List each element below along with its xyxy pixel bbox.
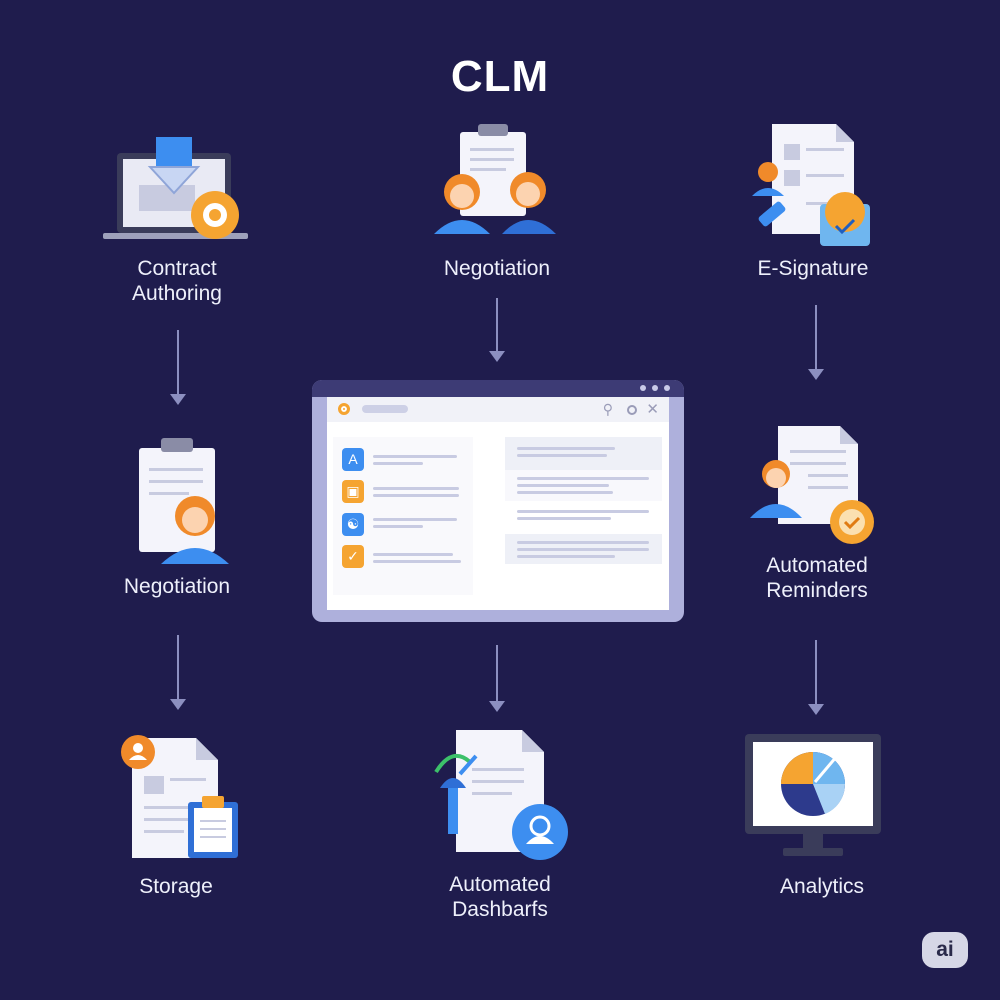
laptop-document-icon [103,137,248,239]
window-toolbar: ⚲ ✕ [327,397,669,422]
close-icon[interactable]: ✕ [646,401,659,418]
search-bar[interactable] [362,405,408,413]
arrow-down [808,305,824,380]
negotiation-people-icon [434,124,556,234]
label-line: Reminders [766,579,868,602]
arrow-down [489,645,505,712]
window-titlebar [312,380,684,397]
label-line: Authoring [132,282,222,305]
review-module-icon[interactable]: ☯ [342,513,364,536]
label-line: Automated [766,554,868,577]
arrow-down [808,640,824,715]
document-module-icon[interactable]: ▣ [342,480,364,503]
storage-documents-icon [121,735,238,858]
reminder-document-icon [750,426,874,544]
label-line: Dashbarfs [452,898,548,921]
negotiation-clipboard-icon [139,438,229,564]
module-list: A ▣ ☯ ✓ [333,437,473,595]
node-storage: Storage [139,875,213,898]
authoring-module-icon[interactable]: A [342,448,364,471]
e-signature-icon [752,124,870,246]
automation-dashboard-icon [434,730,568,860]
node-analytics: Analytics [779,875,865,898]
content-card [505,437,662,470]
app-logo-icon [338,403,350,415]
node-negotiation-left: Negotiation [123,575,231,598]
node-negotiation-top: Negotiation [443,257,551,280]
clm-app-window: ⚲ ✕ A ▣ ☯ ✓ [312,380,684,622]
ai-badge: ai [922,932,968,968]
arrow-down [170,635,186,710]
analytics-monitor-icon [745,734,881,856]
zoom-icon[interactable] [627,405,637,415]
content-card [505,470,662,501]
label-line: Automated [449,873,551,896]
arrow-down [489,298,505,362]
label-line: Contract [137,257,217,280]
search-icon[interactable]: ⚲ [602,401,613,417]
content-card [505,534,662,564]
window-dots[interactable] [640,385,670,391]
arrow-down [170,330,186,405]
diagram-title: CLM [450,52,550,101]
node-e-signature: E-Signature [757,257,869,280]
sign-module-icon[interactable]: ✓ [342,545,364,568]
window-content: ⚲ ✕ A ▣ ☯ ✓ [327,397,669,610]
